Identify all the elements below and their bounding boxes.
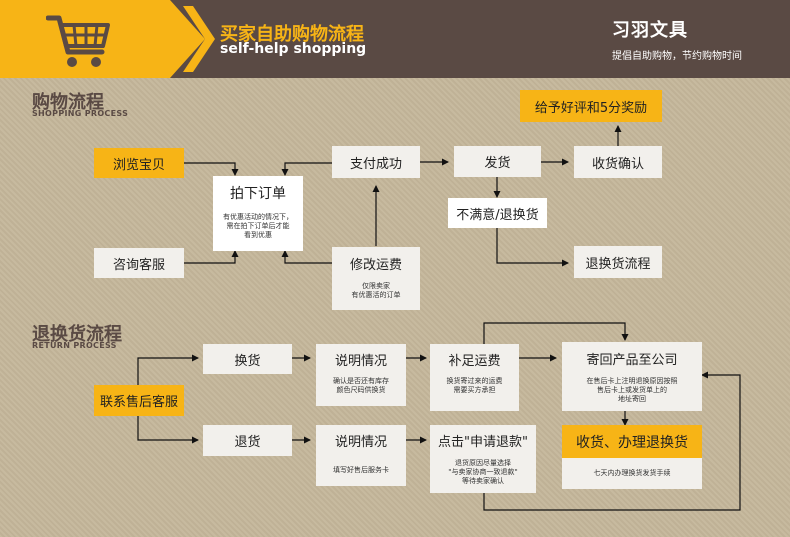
note-line: 填写好售后服务卡 — [333, 466, 389, 474]
node-place-order-note: 有优惠活动的情况下， 需在拍下订单后才能 看到优惠 — [213, 210, 303, 251]
node-explain-refund: 说明情况 — [316, 425, 406, 456]
note-line: 颜色尺码供换货 — [336, 386, 386, 394]
note-line: 换货寄过来的运费 — [446, 377, 503, 385]
node-place-order: 拍下订单 — [213, 176, 303, 210]
shopping-section-subtitle: SHOPPING PROCESS — [32, 109, 129, 118]
note-line: 需在拍下订单后才能 — [226, 222, 290, 230]
node-send-back-note: 在售后卡上注明退换原因按照 售后卡上或发货单上的 地址寄回 — [562, 374, 702, 411]
note-line: 在售后卡上注明退换原因按照 — [586, 377, 678, 385]
node-modify-freight: 修改运费 — [332, 247, 420, 279]
node-give-praise: 给予好评和5分奖励 — [520, 90, 662, 122]
note-line: 七天内办理换货发货手续 — [593, 469, 671, 477]
node-apply-refund-note: 退货原因尽量选择 "与卖家协商一致退款" 等待卖家确认 — [430, 456, 536, 493]
node-modify-freight-note: 仅限卖家 有优惠活的订单 — [332, 279, 420, 310]
header-title: 买家自助购物流程 — [220, 24, 364, 45]
node-confirm-receipt: 收货确认 — [574, 146, 662, 178]
node-apply-refund: 点击"申请退款" — [430, 425, 536, 456]
note-line: 确认是否还有库存 — [333, 377, 389, 385]
note-line: 有优惠活的订单 — [351, 291, 401, 299]
node-send-back: 寄回产品至公司 — [562, 342, 702, 374]
note-line: 售后卡上或发货单上的 — [597, 386, 667, 394]
node-unsatisfied: 不满意/退换货 — [448, 198, 547, 228]
node-refund: 退货 — [203, 425, 292, 456]
node-receive-process-note: 七天内办理换货发货手续 — [562, 458, 702, 489]
brand-slogan: 提倡自助购物，节约购物时间 — [612, 51, 742, 62]
note-line: 退货原因尽量选择 — [455, 459, 511, 467]
node-consult-service: 咨询客服 — [94, 248, 184, 278]
node-exchange: 换货 — [203, 344, 292, 374]
note-line: 仅限卖家 — [362, 282, 390, 290]
shopping-section-title: 购物流程 — [32, 92, 104, 113]
return-section-title: 退换货流程 — [32, 324, 122, 345]
node-pay-freight-note: 换货寄过来的运费 需要买方承担 — [430, 374, 519, 411]
shopping-cart-icon — [46, 15, 110, 67]
header-subtitle: self-help shopping — [220, 41, 367, 57]
note-line: 地址寄回 — [618, 395, 646, 403]
node-pay-freight: 补足运费 — [430, 344, 519, 374]
node-receive-process: 收货、办理退换货 — [562, 425, 702, 458]
return-section-subtitle: RETURN PROCESS — [32, 341, 117, 350]
node-explain-refund-note: 填写好售后服务卡 — [316, 456, 406, 486]
node-contact-aftersales: 联系售后客服 — [94, 385, 184, 416]
node-browse: 浏览宝贝 — [94, 148, 184, 178]
note-line: "与卖家协商一致退款" — [448, 468, 518, 476]
node-ship: 发货 — [454, 146, 541, 177]
node-return-flow: 退换货流程 — [574, 246, 662, 278]
note-line: 有优惠活动的情况下， — [223, 213, 293, 221]
node-payment-success: 支付成功 — [332, 146, 420, 178]
note-line: 需要买方承担 — [453, 386, 496, 394]
brand-name: 习羽文具 — [612, 20, 688, 41]
header-yellow-panel — [0, 0, 205, 78]
note-line: 等待卖家确认 — [462, 477, 504, 485]
node-explain-exchange-note: 确认是否还有库存 颜色尺码供换货 — [316, 374, 406, 406]
node-explain-exchange: 说明情况 — [316, 344, 406, 374]
note-line: 看到优惠 — [244, 231, 272, 239]
